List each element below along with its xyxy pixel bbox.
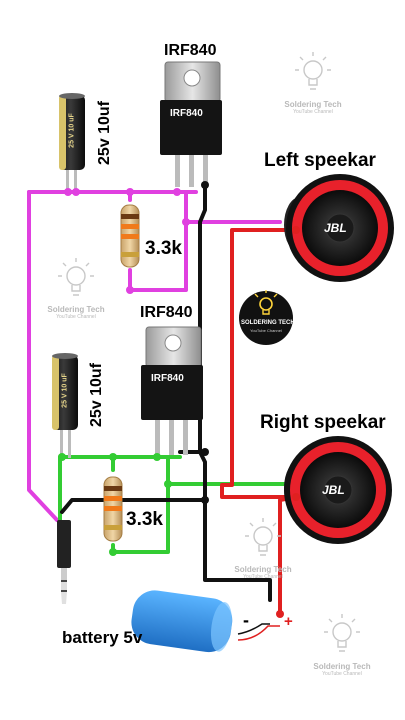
resistor-top-label: 3.3k [145,238,182,259]
junction-dots-magenta [64,188,190,294]
watermark-name: Soldering Tech [284,100,342,109]
speaker-left-label: Left speekar [264,150,376,171]
resistor-top [120,204,140,268]
junction-dots-black [201,181,209,504]
watermark-left: Soldering Tech YouTube Channel [41,305,111,320]
wire-red-speaker-link [220,228,300,499]
mosfet-top [160,61,222,187]
watermark-name: Soldering Tech [234,565,292,574]
mosfet-bottom [141,326,203,455]
watermark-sub: YouTube Channel [56,314,96,320]
watermark-bulb-icons [58,52,360,652]
battery [131,590,280,653]
audio-jack [57,520,71,604]
wire-black-drain-bus [198,183,272,602]
capacitor-bottom-label: 25v 10uf [88,362,105,428]
speaker-right-brand: JBL [322,483,345,497]
watermark-top-right: Soldering Tech YouTube Channel [278,100,348,115]
watermark-bottom-right: Soldering Tech YouTube Channel [307,662,377,677]
battery-plus-label: + [284,613,293,630]
watermark-name: Soldering Tech [313,662,371,671]
watermark-name: Soldering Tech [47,305,105,314]
capacitor-bottom-marking: 25 V 10 uF [61,373,69,408]
watermark-sub: YouTube Channel [322,671,362,677]
speaker-right [284,436,392,544]
mosfet-top-marking: IRF840 [170,108,203,119]
mosfet-top-label: IRF840 [164,42,217,59]
mosfet-bottom-label: IRF840 [140,304,193,321]
battery-label: battery 5v [62,628,143,647]
junction-dots-red [276,226,300,618]
capacitor-top [59,93,85,192]
logo-sub: YouTube Channel [250,328,282,333]
logo-name: SOLDERING TECH [241,320,295,326]
junction-dots-green [58,453,172,556]
wire-magenta-left-to-jack [27,190,59,522]
wire-black-ground-to-jack [60,498,207,514]
capacitor-top-label: 25v 10uf [96,100,113,166]
mosfet-bottom-marking: IRF840 [151,373,184,384]
soldering-tech-logo [239,290,293,345]
green-wires [58,455,288,554]
wire-magenta-res-bottom [128,190,188,292]
speaker-right-label: Right speekar [260,412,386,433]
watermark-mid-right: Soldering Tech YouTube Channel [228,565,298,580]
battery-minus-label: - [243,610,249,630]
speaker-left [284,174,394,282]
resistor-bottom [103,476,123,542]
watermark-sub: YouTube Channel [293,109,333,115]
speaker-left-brand: JBL [324,221,347,235]
capacitor-top-marking: 25 V 10 uF [68,113,76,148]
watermark-sub: YouTube Channel [243,574,283,580]
capacitor-bottom [52,353,78,458]
resistor-bottom-label: 3.3k [126,509,163,530]
